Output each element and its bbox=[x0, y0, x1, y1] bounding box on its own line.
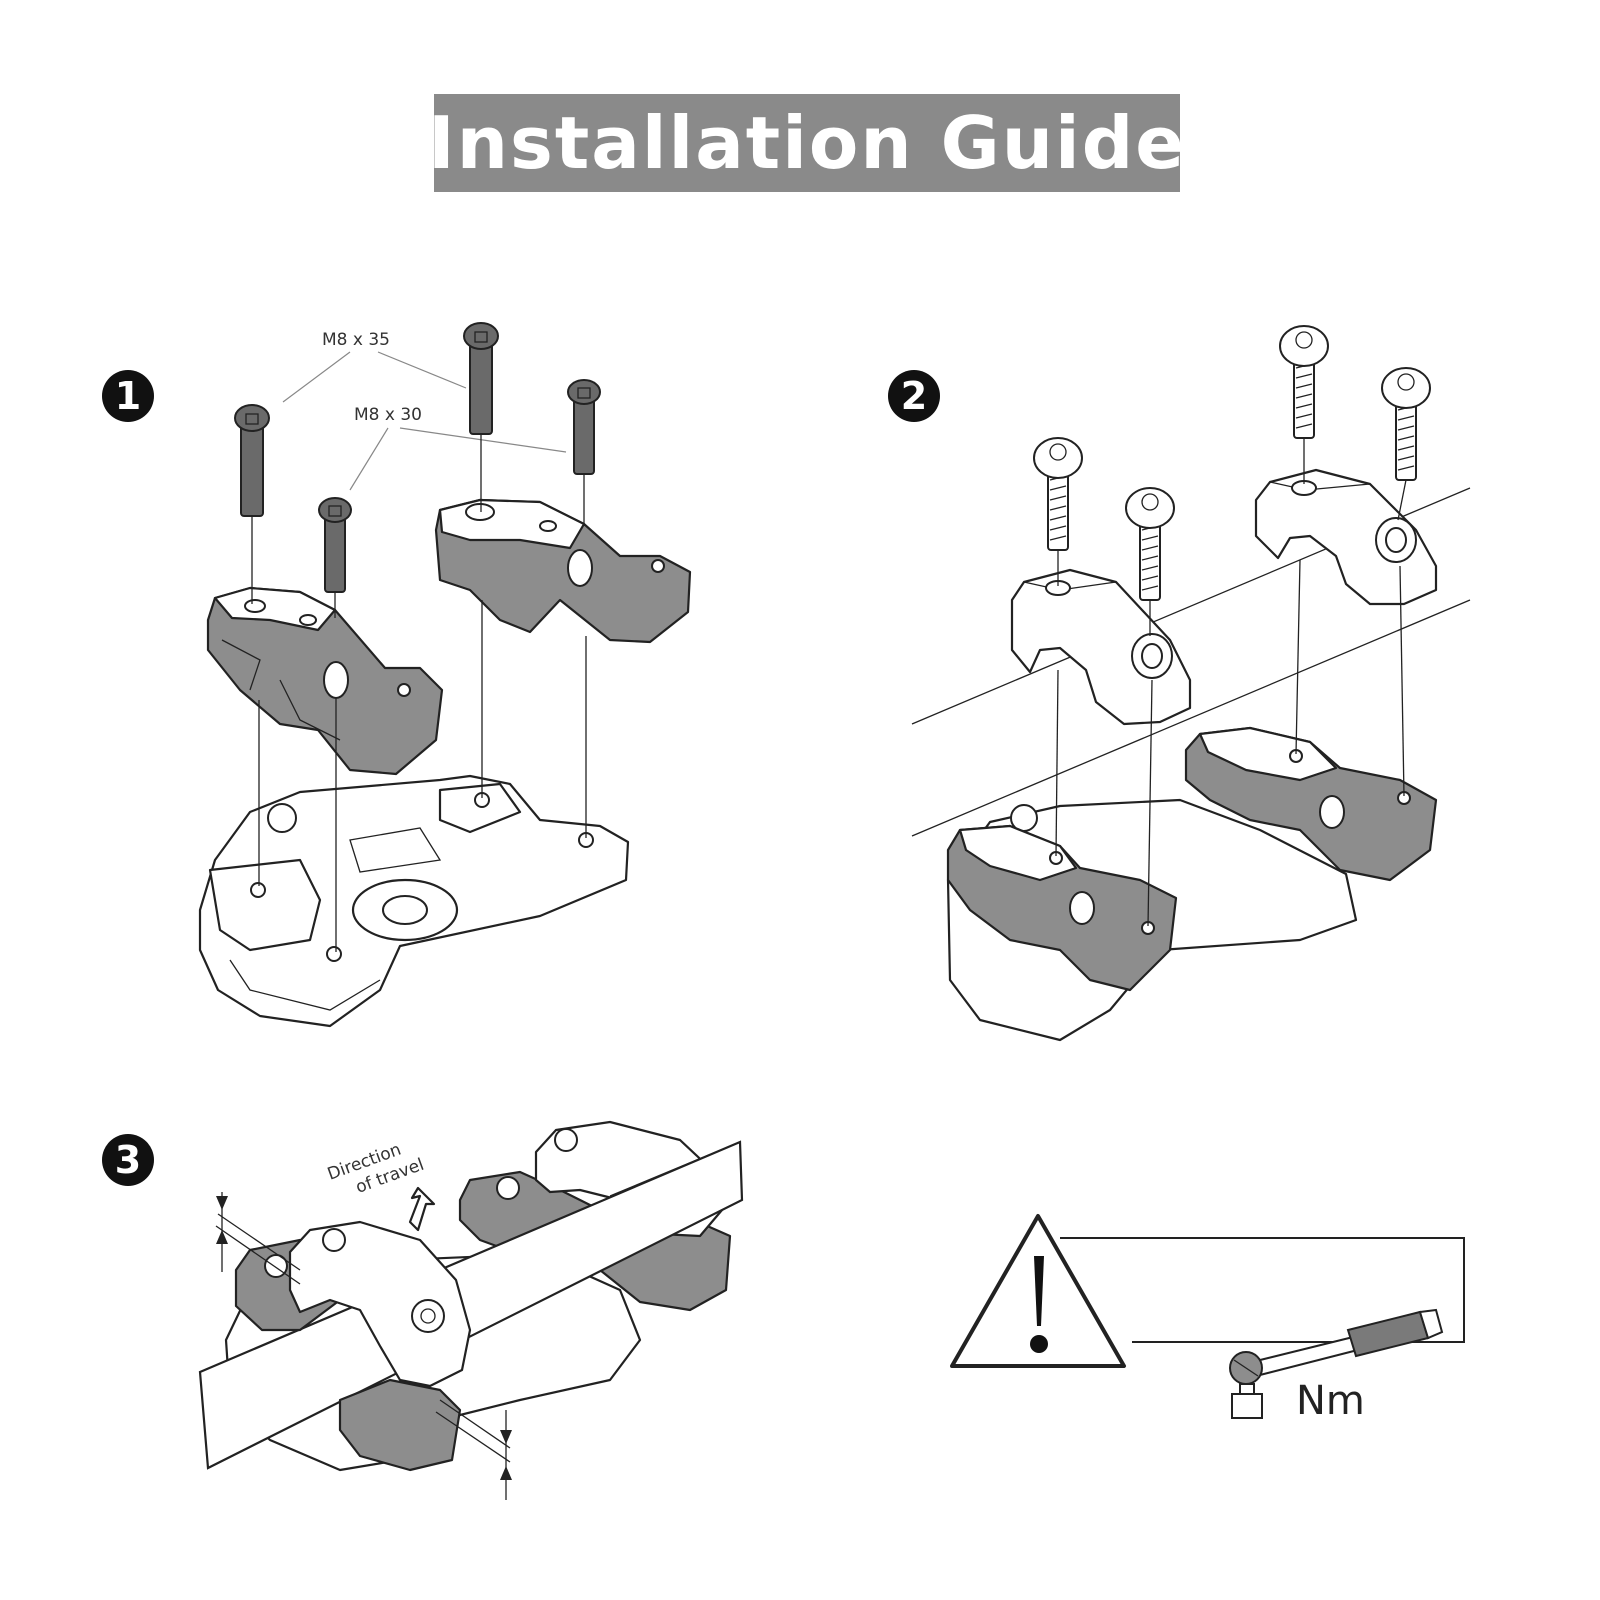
step-1-bolt-m8x35-left bbox=[234, 404, 270, 517]
step-3-front-clamp bbox=[288, 1220, 472, 1388]
torque-wrench-icon bbox=[1229, 1308, 1444, 1419]
step-3-number: 3 bbox=[115, 1138, 141, 1182]
title-banner: Installation Guide bbox=[428, 94, 1184, 192]
step-3-panel: 3 Direction of travel bbox=[102, 1120, 744, 1500]
warning-box bbox=[1060, 1237, 1465, 1343]
direction-arrow-icon bbox=[408, 1186, 436, 1232]
direction-of-travel: Direction of travel bbox=[325, 1134, 436, 1232]
step-3-handlebar bbox=[198, 1140, 744, 1470]
step-2-bolt-4 bbox=[1381, 367, 1431, 481]
step-2-panel: 2 bbox=[888, 325, 1471, 1042]
step-1-left-riser bbox=[206, 586, 444, 776]
step-2-alignment-lines bbox=[1055, 438, 1407, 927]
step-2-right-riser bbox=[1184, 726, 1438, 882]
step-2-badge: 2 bbox=[888, 370, 940, 422]
step-1-bolt-m8x30-left bbox=[318, 497, 352, 593]
step-1-base-plate bbox=[198, 774, 630, 1028]
step-2-number: 2 bbox=[901, 374, 927, 418]
step-1-alignment-lines bbox=[251, 434, 587, 952]
bolt-label-m8x30: M8 x 30 bbox=[354, 405, 422, 425]
svg-text:Direction of travel: Direction of travel bbox=[325, 1134, 427, 1205]
page-title: Installation Guide bbox=[427, 101, 1187, 185]
torque-warning-panel: Nm bbox=[950, 1214, 1465, 1424]
step-2-right-clamp bbox=[1254, 468, 1438, 606]
bolt-label-m8x35: M8 x 35 bbox=[322, 330, 390, 350]
step-1-bolt-m8x35-right bbox=[463, 322, 499, 435]
step-2-left-riser bbox=[946, 824, 1178, 992]
warning-triangle-icon bbox=[950, 1214, 1126, 1368]
gap-indicator-top bbox=[215, 1192, 301, 1285]
step-2-bolt-2 bbox=[1125, 487, 1175, 601]
step-1-badge: 1 bbox=[102, 370, 154, 422]
gap-indicator-bottom bbox=[435, 1399, 512, 1500]
step-1-bolt-m8x30-right bbox=[567, 379, 601, 475]
torque-unit-label: Nm bbox=[1296, 1378, 1365, 1424]
step-2-bolt-1 bbox=[1033, 437, 1083, 551]
step-2-left-clamp bbox=[1010, 568, 1192, 726]
bolt-label-leaders bbox=[282, 351, 567, 491]
step-1-right-riser bbox=[434, 498, 692, 644]
step-1-number: 1 bbox=[115, 374, 141, 418]
step-1-panel: 1 M8 x 35 M8 x 30 bbox=[102, 322, 692, 1028]
step-3-badge: 3 bbox=[102, 1134, 154, 1186]
step-2-bolt-3 bbox=[1279, 325, 1329, 439]
